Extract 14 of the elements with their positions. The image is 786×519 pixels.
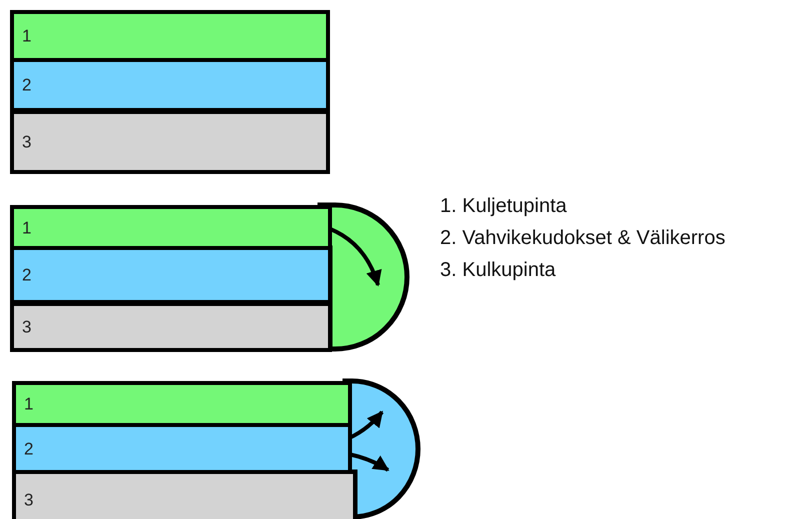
layer-number: 1 [22,28,32,44]
legend-item: 3. Kulkupinta [440,258,557,283]
layer-number: 3 [24,492,34,508]
belt-layer [10,110,330,174]
legend-item: 2. Vahvikekudokset & Välikerros [440,226,726,251]
layer-number: 1 [24,396,34,412]
layer-number: 2 [22,266,32,284]
layer-number: 2 [22,76,32,94]
legend-item: 1. Kuljetupinta [440,194,568,219]
layer-number: 2 [24,440,34,457]
layer-number: 3 [22,318,32,336]
layer-number: 3 [22,134,32,150]
belt-layer [10,302,332,352]
layer-number: 1 [22,219,32,236]
